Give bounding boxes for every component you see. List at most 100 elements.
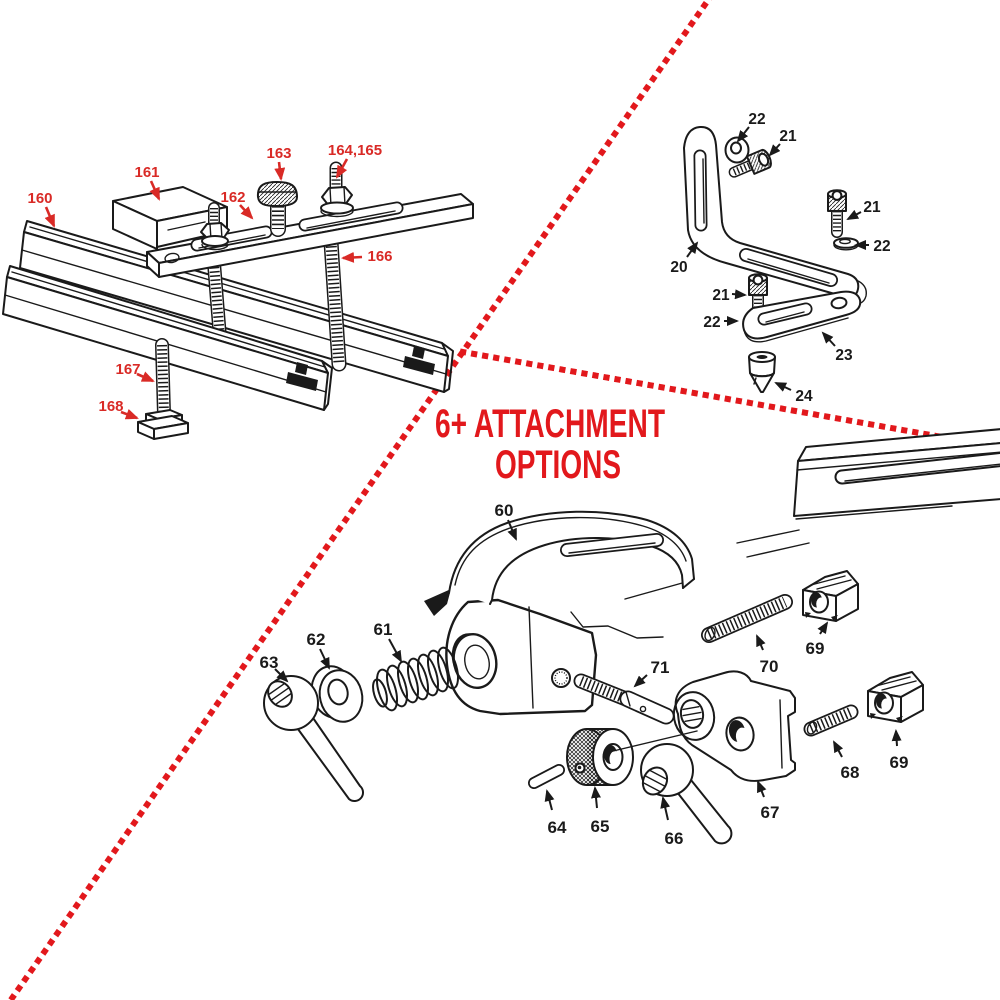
part-label-163: 163 [266,145,291,162]
part-label-21-right: 21 [863,199,881,216]
clamp-labels: 160 161 162 163 164,165 166 167 168 [27,142,393,420]
part-label-71: 71 [651,658,670,677]
part-label-60: 60 [495,501,514,520]
part-washer-22-top [724,136,750,164]
part-stud-68 [803,704,859,737]
part-label-66: 66 [665,829,684,848]
part-label-69-right: 69 [890,753,909,772]
part-label-160: 160 [27,190,52,207]
leader-arrow-60 [507,519,517,541]
part-label-65: 65 [591,817,610,836]
part-crossbar-162 [146,193,474,278]
part-label-167: 167 [115,361,140,378]
part-tnut-168 [137,409,189,440]
part-label-22-right: 22 [873,238,890,255]
part-hex-nut-on-bar [200,202,230,251]
part-spring-61 [372,646,460,712]
part-screw-21-right [827,189,847,238]
part-label-64: 64 [548,818,567,837]
leader-arrow-22-top [736,126,750,143]
part-arm-23 [742,290,862,343]
part-tnut-69-top [802,570,859,622]
part-label-22-bottom: 22 [703,314,720,331]
leader-arrow-21-top [768,143,781,157]
arm-root-shadow [424,589,451,616]
bracket-labels: 22 21 21 22 20 21 22 23 24 [670,111,890,405]
toolrest-assembly-drawing: 60 61 62 63 64 65 66 67 68 69 69 70 71 [260,428,1000,848]
leader-arrow-69-top [817,621,829,635]
part-label-67: 67 [761,803,780,822]
part-cone-24 [748,351,776,393]
leader-arrow-167 [136,371,155,383]
leader-arrow-61 [388,638,402,663]
leader-arrow-62 [319,648,330,670]
part-label-162: 162 [220,189,245,206]
part-label-69-top: 69 [806,639,825,658]
part-bolt-164-165 [320,161,354,218]
part-rod-71 [573,673,675,725]
leader-arrow-21-right [846,209,862,220]
part-label-20: 20 [670,259,687,276]
part-screw-21-top [728,148,772,178]
leader-arrow-70 [756,634,766,651]
leader-arrow-160 [44,206,56,228]
part-label-166: 166 [367,248,392,265]
part-ball-lever-66 [640,743,733,845]
part-label-24: 24 [795,388,813,405]
part-label-21-top: 21 [779,128,797,145]
leader-arrow-161 [149,180,161,201]
part-tbolt-167 [155,338,171,421]
part-label-63: 63 [260,653,279,672]
bracket-assembly-drawing: 22 21 21 22 20 21 22 23 24 [670,111,890,405]
leader-arrow-164-165 [335,158,349,179]
leader-arrow-71 [633,674,648,688]
headline: 6+ ATTACHMENT OPTIONS [435,402,665,487]
part-label-21-bottom: 21 [712,287,730,304]
part-l-bracket-20 [683,125,867,305]
part-label-22-top: 22 [748,111,765,128]
part-knob-163 [256,181,298,237]
part-stud-70 [701,594,793,643]
diagonal-dotted-line [7,0,712,1000]
leader-arrow-168 [120,408,139,420]
part-stud-166 [323,234,347,372]
part-tnut-69-right [867,671,924,723]
red-dotted-divider [7,0,1000,1000]
part-knurled-nut-65 [566,728,634,786]
headline-line2: OPTIONS [495,443,621,487]
leader-arrow-68 [833,740,844,758]
part-washer-22-right [833,237,859,251]
part-label-168: 168 [98,398,123,415]
leader-arrow-66 [660,796,671,821]
axis-line [608,730,698,753]
leader-arrow-162 [239,204,254,220]
clamp-assembly-drawing: 160 161 162 163 164,165 166 167 168 [2,142,474,440]
part-label-62: 62 [307,630,326,649]
part-stud-under-nut [207,256,227,345]
part-body-60 [445,510,695,716]
part-label-70: 70 [760,657,779,676]
leader-arrow-166 [341,251,363,263]
part-label-61: 61 [374,620,393,639]
part-bed-bar [736,428,1000,558]
branch-dotted-line [459,348,1000,451]
part-label-68: 68 [841,763,860,782]
leader-arrow-67 [757,780,767,798]
part-pin-64 [528,764,565,789]
leader-arrow-24 [774,382,792,392]
toolrest-labels: 60 61 62 63 64 65 66 67 68 69 69 70 71 [260,501,909,848]
part-label-164-165: 164,165 [328,142,382,159]
leader-arrow-21-bottom [731,289,747,300]
leader-arrow-65 [591,786,601,809]
leader-arrow-69-right [891,729,902,747]
part-label-23: 23 [835,347,853,364]
leader-arrow-63 [274,668,289,683]
leader-arrow-163 [274,161,286,181]
part-ball-handle-63 [263,675,364,802]
part-link-67 [672,670,796,782]
part-label-161: 161 [134,164,159,181]
leader-arrow-20 [686,241,699,258]
headline-line1: 6+ ATTACHMENT [435,402,665,446]
